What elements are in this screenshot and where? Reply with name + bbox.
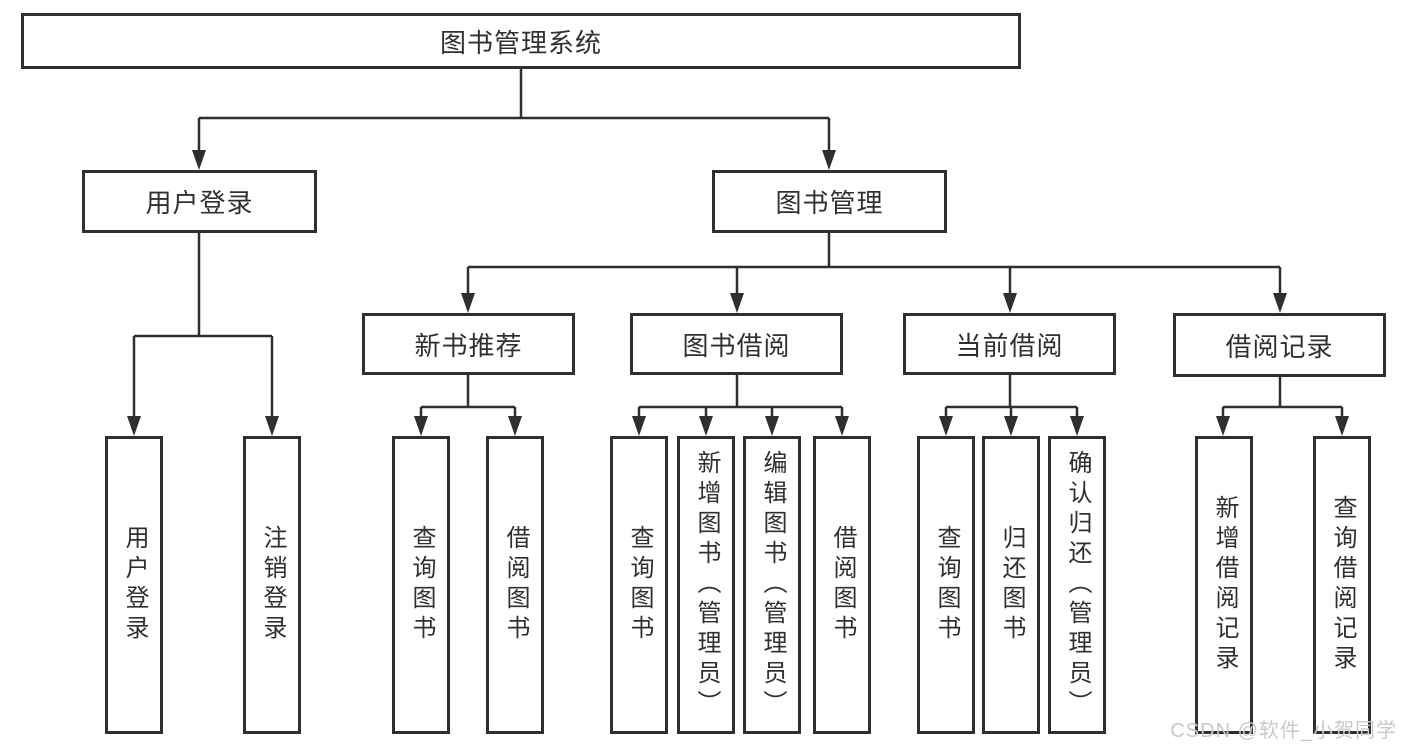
node-label: 新增借阅记录	[1211, 495, 1238, 675]
node-label: 图书管理系统	[439, 27, 602, 58]
leaf-borrow-books-2: 借阅图书	[813, 436, 871, 734]
node-label: 用户登录	[145, 188, 254, 218]
node-label: 用户登录	[121, 525, 148, 645]
node-label: 借阅图书	[502, 525, 529, 645]
node-borrowing-records: 借阅记录	[1173, 313, 1386, 377]
leaf-confirm-return-admin: 确认归还（管理员）	[1048, 436, 1106, 734]
node-label: 新书推荐	[414, 330, 523, 361]
node-label: 借阅图书	[829, 525, 856, 645]
node-label: 当前借阅	[955, 330, 1064, 361]
node-label: 查询借阅记录	[1329, 495, 1356, 675]
node-user-login: 用户登录	[82, 170, 317, 233]
node-new-book-recommendation: 新书推荐	[362, 313, 575, 375]
leaf-edit-books-admin: 编辑图书（管理员）	[743, 436, 801, 734]
node-label: 新增图书（管理员）	[693, 450, 720, 720]
node-label: 图书借阅	[682, 330, 791, 361]
leaf-query-books-3: 查询图书	[917, 436, 975, 734]
node-label: 归还图书	[998, 525, 1025, 645]
leaf-query-books-1: 查询图书	[392, 436, 450, 734]
leaf-borrow-books-1: 借阅图书	[486, 436, 544, 734]
leaf-query-books-2: 查询图书	[610, 436, 668, 734]
node-label: 确认归还（管理员）	[1064, 450, 1091, 720]
node-label: 查询图书	[933, 525, 960, 645]
node-current-borrowing: 当前借阅	[903, 313, 1116, 375]
leaf-logout: 注销登录	[243, 436, 301, 734]
node-label: 查询图书	[626, 525, 653, 645]
node-label: 借阅记录	[1225, 331, 1334, 362]
leaf-query-borrow-record: 查询借阅记录	[1313, 436, 1371, 734]
leaf-return-books: 归还图书	[982, 436, 1040, 734]
leaf-user-login: 用户登录	[105, 436, 163, 734]
node-book-management: 图书管理	[712, 170, 947, 233]
node-label: 注销登录	[259, 525, 286, 645]
node-label: 编辑图书（管理员）	[759, 450, 786, 720]
arrowheads	[127, 150, 1349, 436]
csdn-watermark: CSDN @软件_小贺同学	[1170, 720, 1397, 742]
node-library-management-system: 图书管理系统	[21, 13, 1021, 69]
node-label: 查询图书	[408, 525, 435, 645]
leaf-add-books-admin: 新增图书（管理员）	[677, 436, 735, 734]
node-label: 图书管理	[775, 188, 884, 218]
leaf-add-borrow-record: 新增借阅记录	[1195, 436, 1253, 734]
node-book-borrowing: 图书借阅	[630, 313, 843, 375]
